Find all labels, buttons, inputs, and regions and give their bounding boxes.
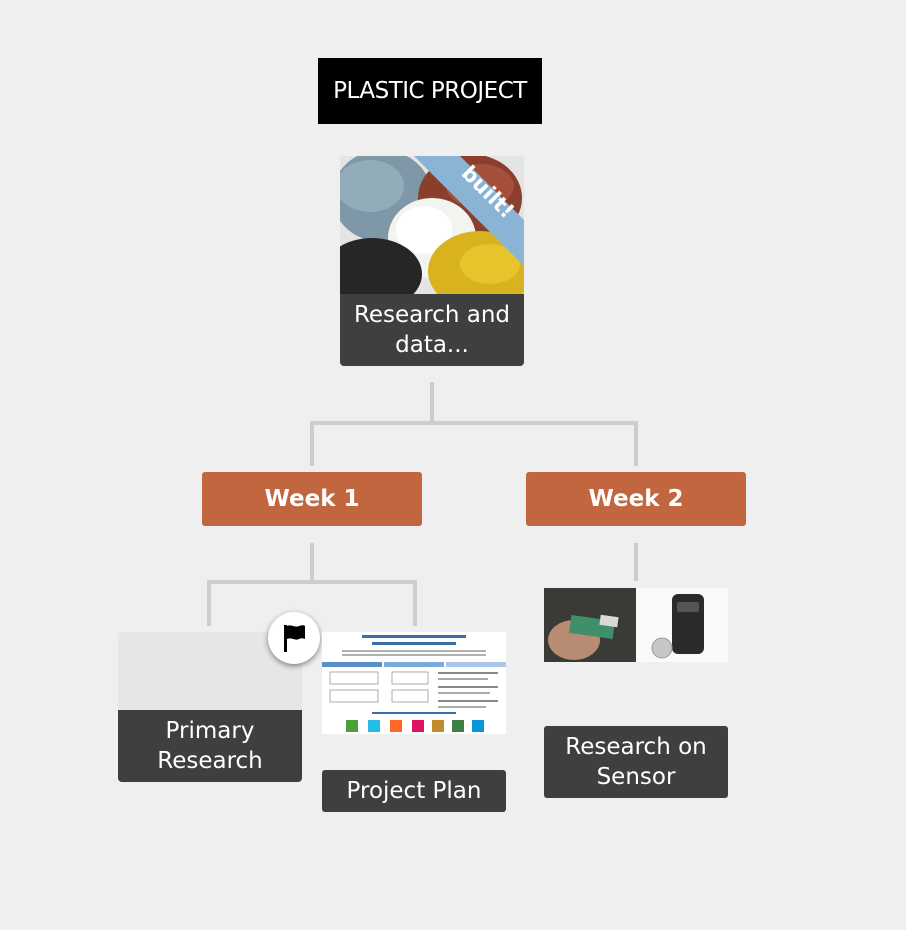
project-plan-card[interactable]: Project Plan bbox=[322, 632, 506, 812]
connector-week2-drop bbox=[634, 421, 638, 466]
project-title[interactable]: PLASTIC PROJECT bbox=[318, 58, 542, 124]
sensor-photo bbox=[544, 588, 728, 662]
research-on-sensor-card[interactable]: Research on Sensor bbox=[544, 588, 728, 798]
flag-badge[interactable] bbox=[268, 612, 320, 664]
connector-primary-drop bbox=[207, 580, 211, 626]
primary-research-card[interactable]: Primary Research bbox=[118, 632, 302, 782]
project-plan-label: Project Plan bbox=[322, 770, 506, 812]
project-plan-document-thumbnail bbox=[322, 632, 506, 734]
connector-week1-stem bbox=[310, 543, 314, 583]
primary-research-label: Primary Research bbox=[118, 710, 302, 782]
connector-week2-stem bbox=[634, 543, 638, 581]
connector-root-stem bbox=[430, 382, 434, 424]
connector-plan-drop bbox=[413, 580, 417, 626]
research-on-sensor-label: Research on Sensor bbox=[544, 726, 728, 798]
root-card[interactable]: built! Research and data... bbox=[340, 156, 524, 366]
connector-week1-drop bbox=[310, 421, 314, 466]
root-card-label: Research and data... bbox=[340, 294, 524, 366]
plastic-pellets-image bbox=[340, 156, 524, 296]
week-2-node[interactable]: Week 2 bbox=[526, 472, 746, 526]
week-1-node[interactable]: Week 1 bbox=[202, 472, 422, 526]
flag-icon bbox=[284, 625, 305, 652]
connector-root-bar bbox=[310, 421, 638, 425]
connector-week1-bar bbox=[207, 580, 417, 584]
